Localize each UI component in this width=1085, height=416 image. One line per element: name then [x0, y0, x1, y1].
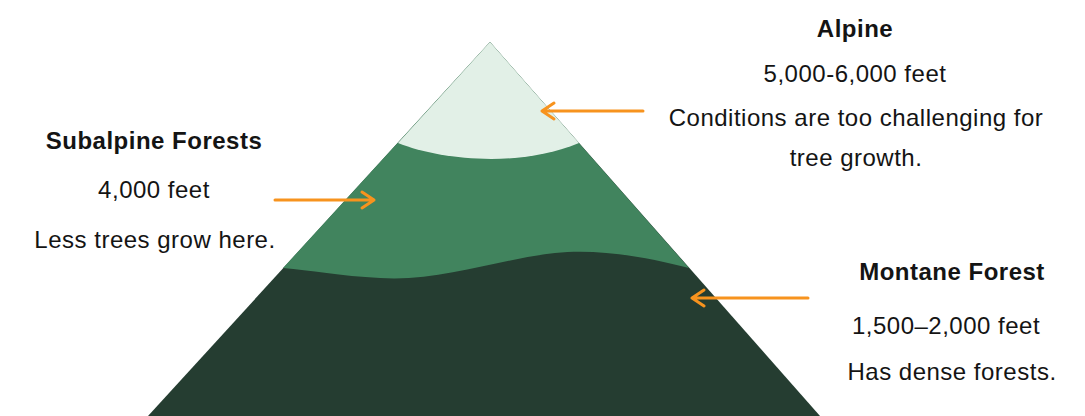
zone-name: Subalpine Forests [46, 121, 263, 161]
zone-description: Less trees grow here. [34, 220, 275, 260]
leader-arrow [692, 290, 808, 306]
elevation-label: 1,500–2,000 feet [852, 306, 1040, 346]
zone-description: Conditions are too challenging for tree … [656, 98, 1056, 178]
zone-name: Montane Forest [859, 252, 1045, 292]
zone-name: Alpine [817, 9, 893, 49]
elevation-label: 4,000 feet [98, 170, 210, 210]
elevation-label: 5,000-6,000 feet [764, 54, 947, 94]
zone-description: Has dense forests. [847, 352, 1056, 392]
leader-arrow [275, 192, 374, 208]
subalpine-band [283, 42, 689, 278]
leader-arrow [542, 103, 643, 119]
alpine-band [398, 42, 579, 159]
